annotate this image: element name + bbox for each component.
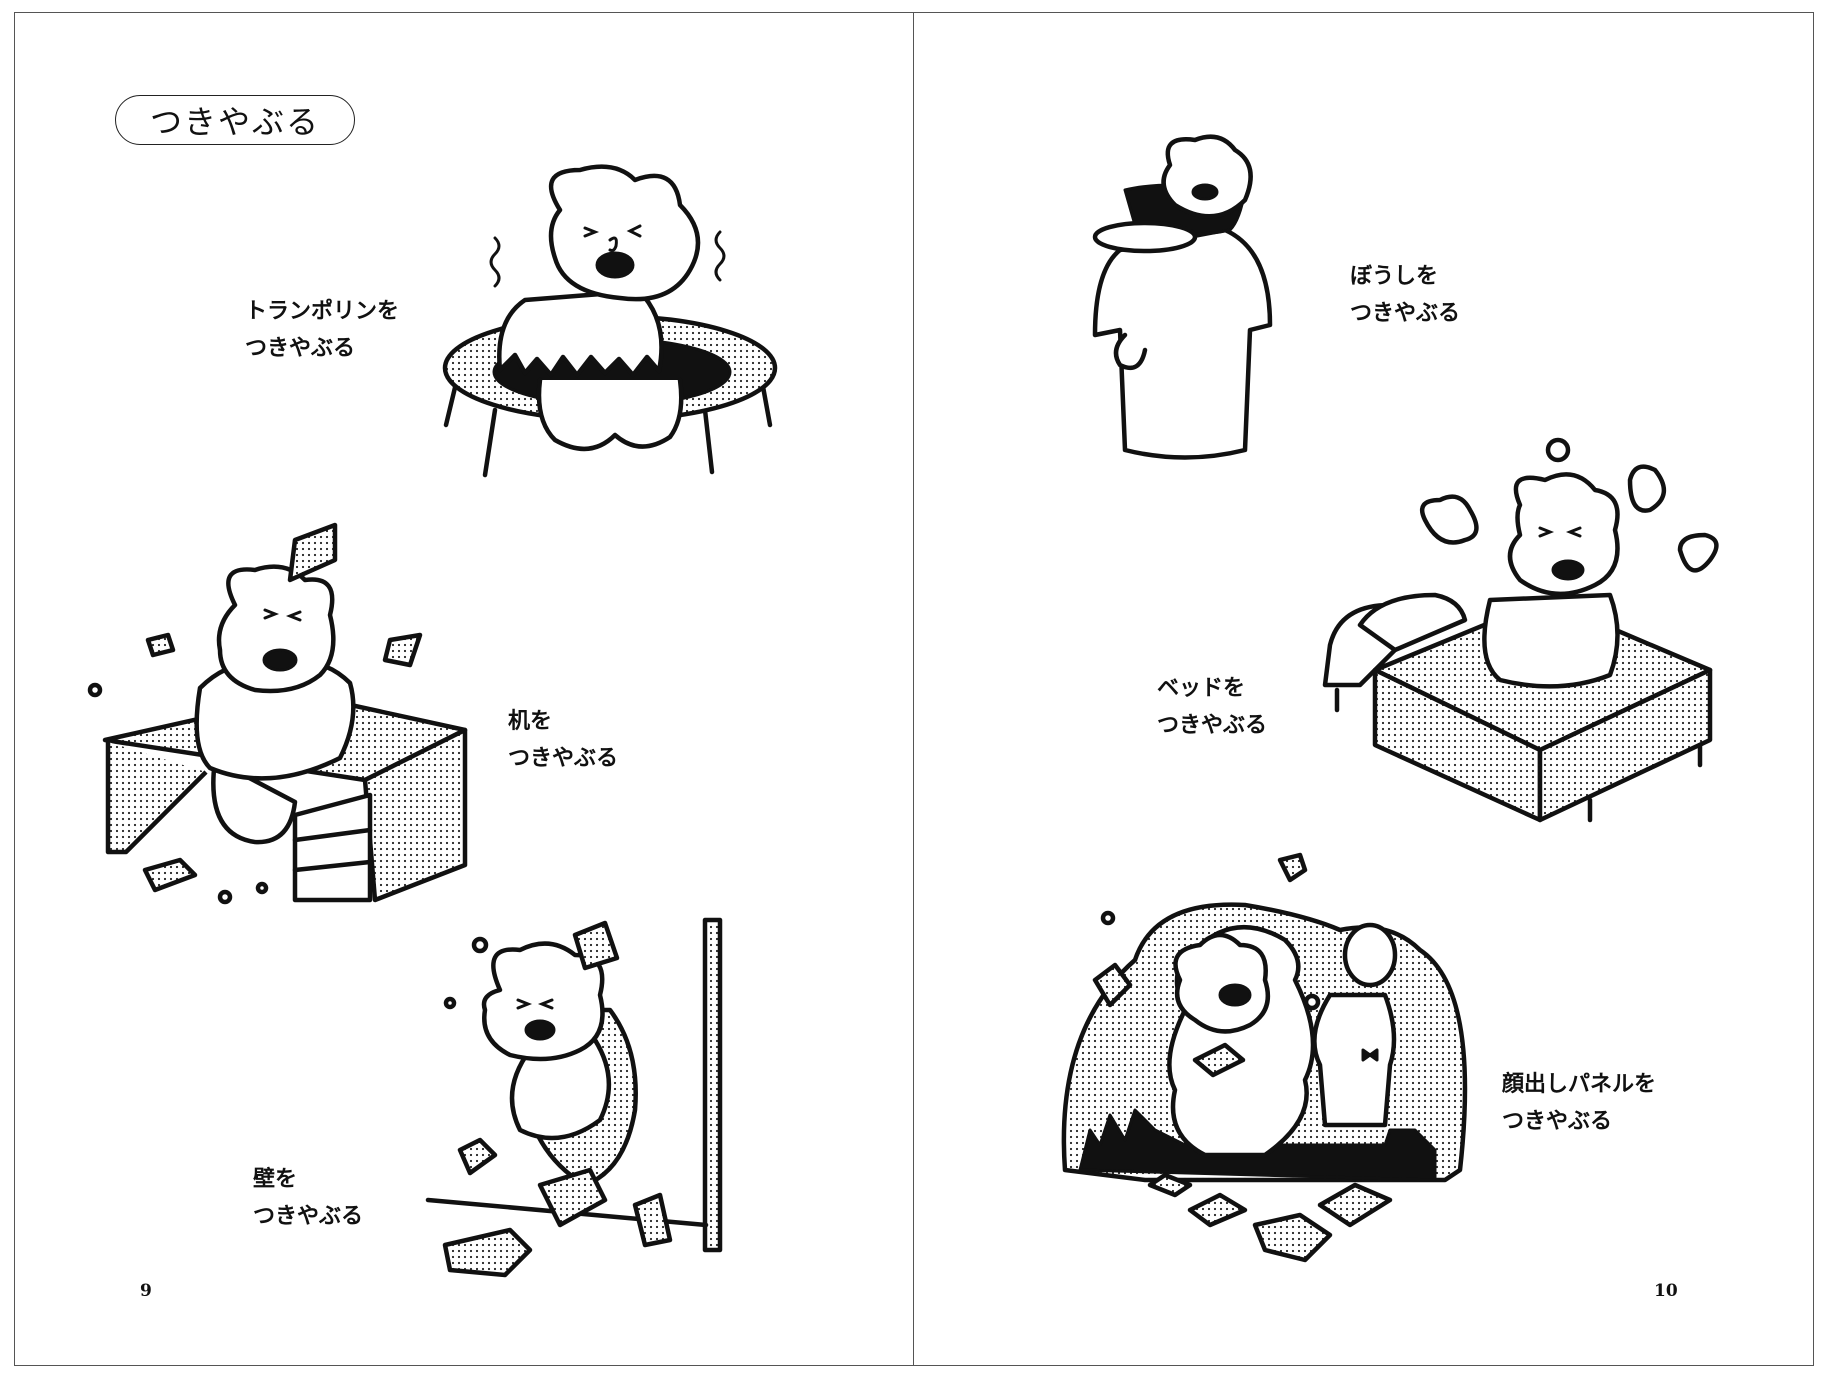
caption-hat: ぼうしを つきやぶる [1350, 258, 1460, 332]
page-gutter [913, 12, 914, 1366]
caption-line: 壁を [253, 1167, 298, 1192]
caption-face-panel: 顔出しパネルを つきやぶる [1502, 1066, 1656, 1140]
caption-line: 顔出しパネルを [1502, 1072, 1657, 1097]
caption-line: つきやぶる [1157, 713, 1268, 738]
caption-line: ぼうしを [1350, 264, 1439, 289]
caption-desk: 机を つきやぶる [508, 703, 618, 777]
caption-bed: ベッドを つきやぶる [1157, 670, 1267, 744]
caption-trampoline: トランポリンを つきやぶる [245, 293, 399, 367]
caption-line: つきやぶる [253, 1204, 364, 1229]
face-panel-illustration [1061, 852, 1468, 1263]
caption-line: トランポリンを [245, 299, 400, 324]
caption-line: つきやぶる [245, 336, 356, 361]
caption-line: つきやぶる [1502, 1109, 1613, 1134]
page-number-left: 9 [140, 1281, 152, 1301]
page-number-right: 10 [1654, 1281, 1678, 1301]
section-title: つきやぶる [115, 95, 355, 145]
caption-line: 机を [508, 709, 553, 734]
caption-line: つきやぶる [1350, 301, 1461, 326]
caption-line: ベッドを [1157, 676, 1246, 701]
caption-wall: 壁を つきやぶる [253, 1161, 363, 1235]
desk-illustration [87, 522, 468, 905]
trampoline-illustration [442, 164, 778, 478]
hat-illustration [1092, 134, 1273, 460]
book-spread [14, 12, 1814, 1366]
bed-illustration [1322, 437, 1719, 823]
wall-illustration [425, 917, 723, 1278]
caption-line: つきやぶる [508, 746, 619, 771]
